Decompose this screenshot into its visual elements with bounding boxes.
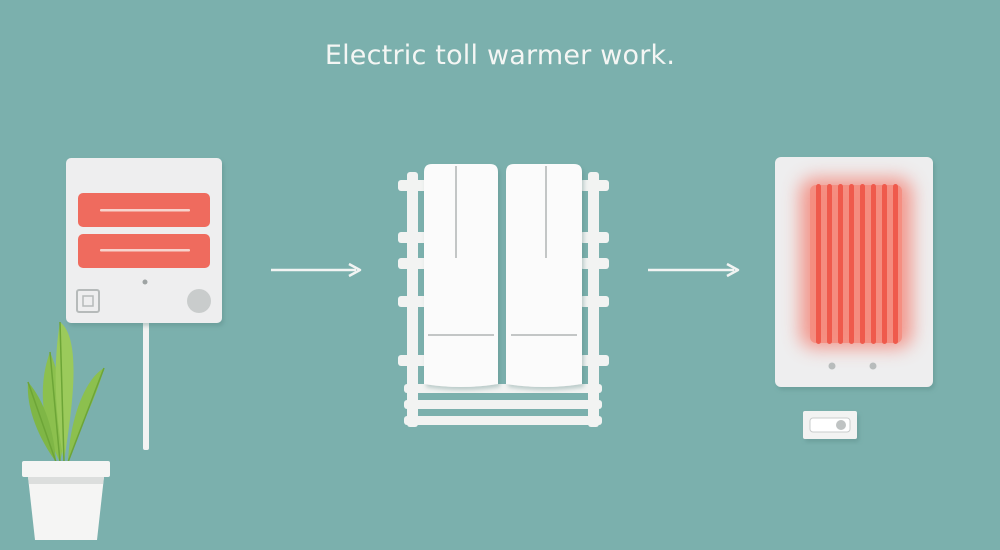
control-panel-icon bbox=[66, 158, 222, 450]
heater-coils-icon bbox=[816, 184, 898, 344]
towel-left-icon bbox=[424, 164, 498, 387]
diagram-title: Electric toll warmer work. bbox=[324, 40, 676, 71]
towel-right-icon bbox=[506, 164, 582, 387]
towel-rack-icon bbox=[398, 164, 609, 427]
radiant-heater-icon bbox=[775, 157, 933, 387]
arrow-right-icon bbox=[271, 262, 362, 278]
panel-knob-icon bbox=[187, 289, 211, 313]
wall-switch-icon bbox=[803, 411, 857, 439]
potted-plant-icon bbox=[22, 321, 110, 540]
arrow-right-icon bbox=[648, 262, 740, 278]
panel-indicator-icon bbox=[76, 289, 100, 313]
